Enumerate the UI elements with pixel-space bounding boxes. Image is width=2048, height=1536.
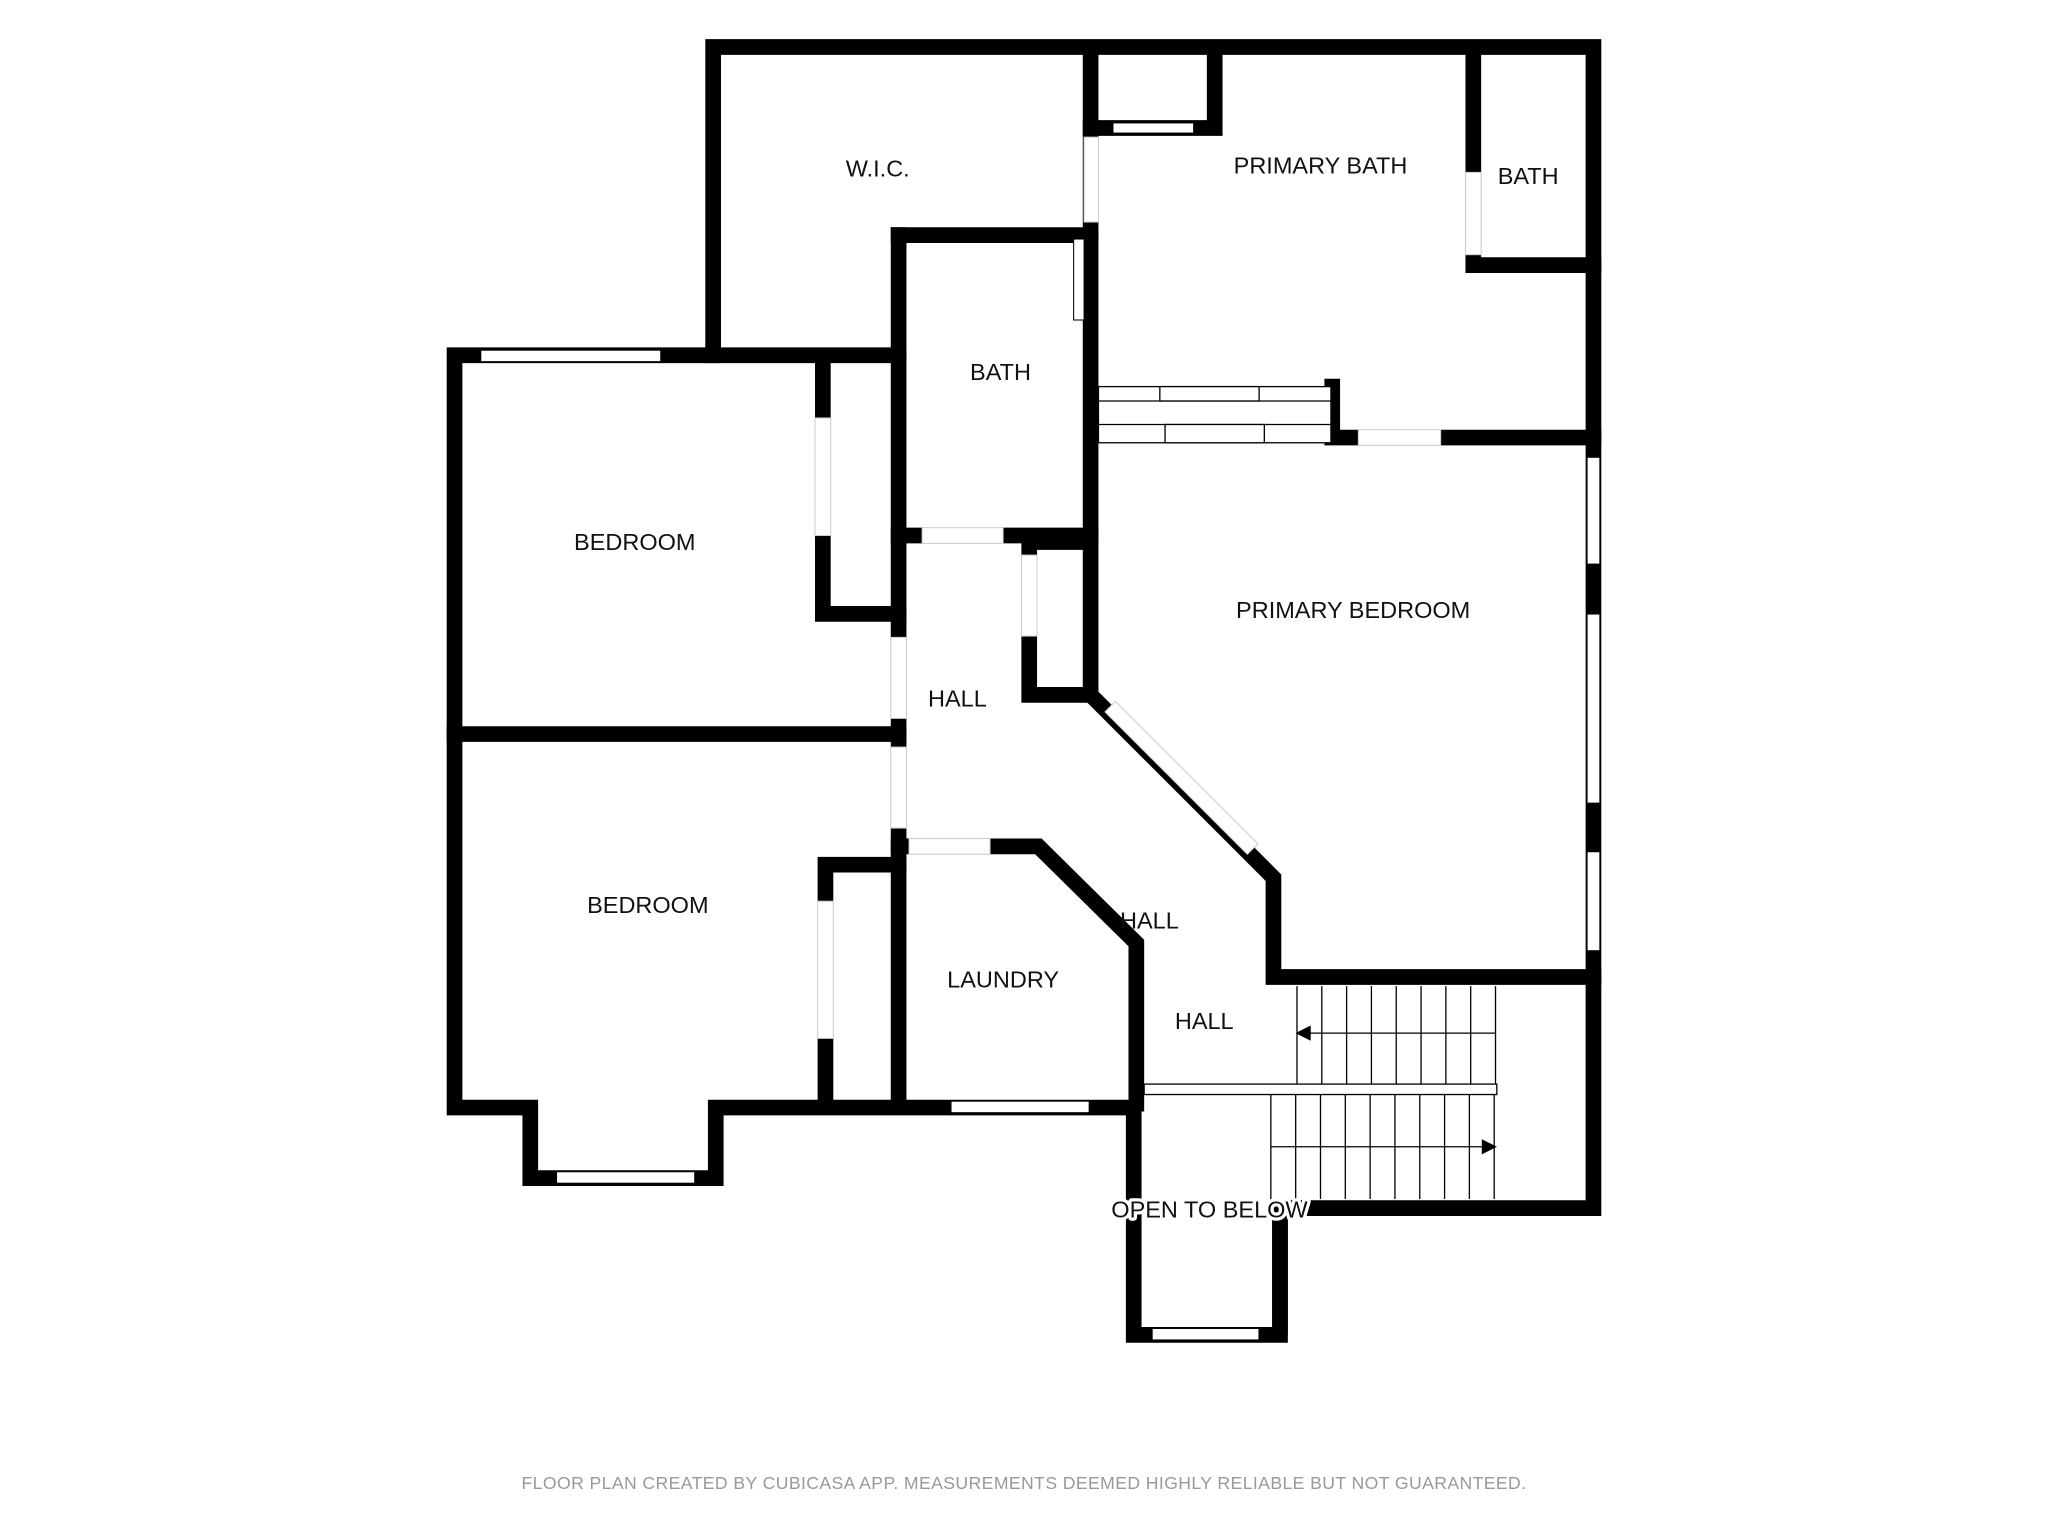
windows bbox=[479, 122, 1601, 1341]
label-hall-3: HALL bbox=[1175, 1008, 1234, 1034]
label-laundry: LAUNDRY bbox=[947, 966, 1059, 992]
label-primary-bath: PRIMARY BATH bbox=[1234, 153, 1408, 179]
door-openings bbox=[814, 136, 1482, 1039]
staircase bbox=[1143, 986, 1498, 1200]
label-bedroom-2: BEDROOM bbox=[587, 892, 708, 918]
label-hall-2: HALL bbox=[1120, 908, 1179, 934]
stair-arrow-down-icon bbox=[1295, 1025, 1311, 1041]
open-to-below-wall bbox=[1272, 1200, 1594, 1335]
stair-arrow-up-icon bbox=[1481, 1139, 1497, 1155]
label-bath-small: BATH bbox=[1498, 163, 1559, 189]
closet-shelving bbox=[1097, 385, 1332, 444]
label-bath: BATH bbox=[970, 359, 1031, 385]
label-open-to-below: OPEN TO BELOW bbox=[1111, 1196, 1308, 1222]
footer-disclaimer: FLOOR PLAN CREATED BY CUBICASA APP. MEAS… bbox=[522, 1473, 1527, 1493]
label-primary-bedroom: PRIMARY BEDROOM bbox=[1236, 597, 1470, 623]
label-wic: W.I.C. bbox=[846, 155, 910, 181]
room-labels: W.I.C. PRIMARY BATH BATH BATH BEDROOM BE… bbox=[574, 153, 1559, 1226]
walls bbox=[446, 39, 1602, 1343]
label-hall-1: HALL bbox=[928, 686, 987, 712]
label-bedroom-1: BEDROOM bbox=[574, 529, 695, 555]
